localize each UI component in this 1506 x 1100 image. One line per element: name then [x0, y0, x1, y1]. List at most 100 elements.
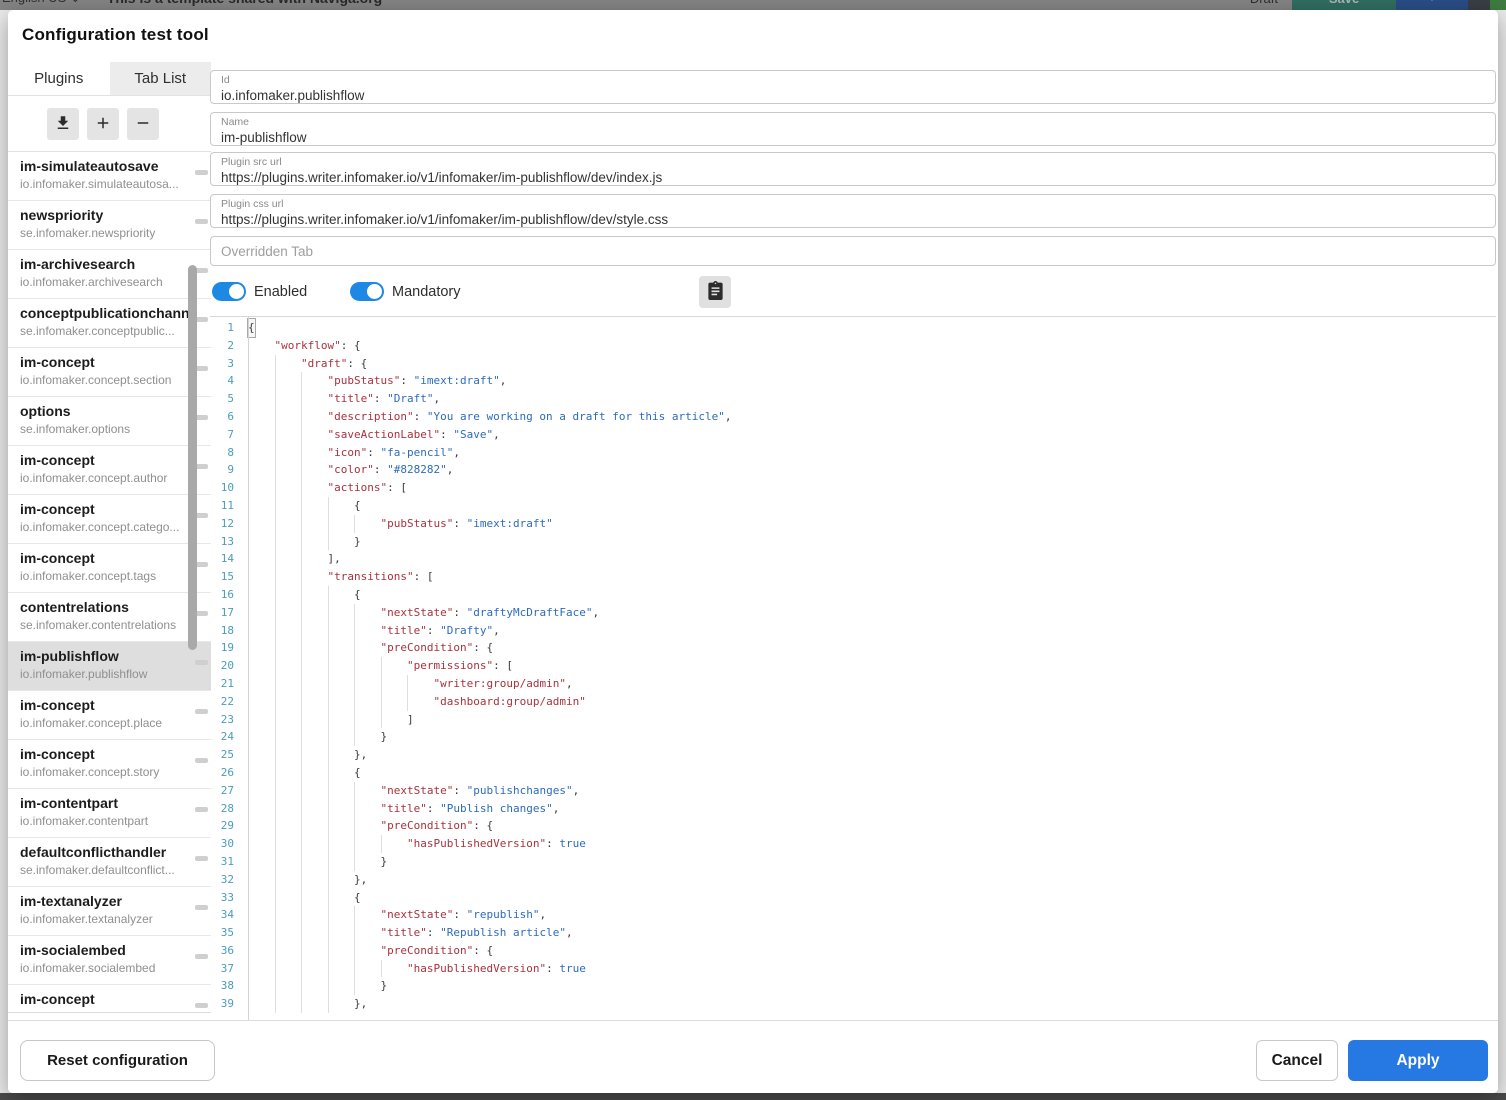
indent-guide	[327, 781, 355, 800]
reset-configuration-button[interactable]: Reset configuration	[20, 1040, 215, 1081]
enabled-toggle[interactable]	[212, 282, 246, 301]
overridden-tab-input[interactable]	[221, 243, 1485, 259]
config-json-editor[interactable]: 1{2"workflow": {3"draft": {4"pubStatus":…	[210, 316, 1496, 1020]
indent-guide	[248, 336, 275, 355]
indent-guide	[248, 781, 275, 800]
json-key: "icon"	[327, 445, 368, 459]
tab-tab-list[interactable]: Tab List	[109, 62, 211, 95]
add-plugin-button[interactable]	[87, 108, 119, 140]
indent-guide	[248, 888, 275, 907]
code-line: 18"title": "Drafty",	[210, 621, 1496, 640]
json-key: "hasPublishedVersion"	[407, 961, 547, 975]
json-punctuation: :	[453, 516, 467, 530]
download-plugin-button[interactable]	[47, 108, 79, 140]
indent-guide	[248, 461, 275, 480]
line-number: 35	[220, 926, 234, 940]
indent-guide	[248, 479, 275, 497]
indent-guide	[248, 639, 275, 658]
indent-guide	[327, 835, 355, 853]
indent-guide	[301, 941, 328, 960]
plugin-list-scrollbar[interactable]	[188, 265, 197, 650]
drag-handle[interactable]	[195, 513, 208, 518]
drag-handle[interactable]	[195, 268, 208, 273]
tab-plugins[interactable]: Plugins	[34, 70, 84, 87]
drag-handle[interactable]	[195, 611, 208, 616]
code-content: "preCondition": {	[241, 817, 493, 836]
drag-handle[interactable]	[195, 856, 208, 861]
code-line: 12"pubStatus": "imext:draft"	[210, 514, 1496, 533]
code-line: 34"nextState": "republish",	[210, 906, 1496, 925]
json-punctuation: }	[354, 534, 361, 548]
json-key: "writer:group/admin"	[433, 676, 566, 690]
code-content: }	[241, 728, 387, 747]
drag-handle[interactable]	[195, 415, 208, 420]
indent-guide	[248, 995, 275, 1014]
code-content: "writer:group/admin",	[241, 674, 573, 693]
id-input[interactable]	[221, 88, 1485, 103]
drag-handle[interactable]	[195, 562, 208, 567]
indent-guide	[301, 425, 328, 444]
code-content: "icon": "fa-pencil",	[241, 443, 460, 462]
drag-handle[interactable]	[195, 660, 208, 665]
plugin-detail-panel: IdNamePlugin src urlPlugin css url Enabl…	[210, 10, 1496, 1093]
indent-guide	[327, 514, 355, 533]
plugin-id: io.infomaker.concept.tags	[20, 569, 157, 583]
plugin-src-url-input[interactable]	[221, 170, 1485, 185]
json-punctuation: },	[354, 748, 368, 762]
drag-handle[interactable]	[195, 807, 208, 812]
plugin-list-item[interactable]: im-concept	[8, 985, 211, 1012]
code-line: 2"workflow": {	[210, 336, 1496, 355]
json-punctuation: :	[367, 445, 381, 459]
json-key: "title"	[327, 392, 374, 406]
paste-config-button[interactable]	[699, 276, 731, 308]
indent-guide	[301, 550, 328, 569]
code-line: 14],	[210, 550, 1496, 569]
plugin-css-url-input[interactable]	[221, 212, 1485, 227]
drag-handle[interactable]	[195, 366, 208, 371]
drag-handle[interactable]	[195, 758, 208, 763]
drag-handle[interactable]	[195, 317, 208, 322]
code-content: "permissions": [	[241, 657, 513, 675]
remove-plugin-button[interactable]	[127, 108, 159, 140]
drag-handle[interactable]	[195, 954, 208, 959]
json-key: "draft"	[301, 356, 348, 370]
name-input[interactable]	[221, 130, 1485, 145]
json-punctuation: :	[546, 837, 560, 851]
mandatory-toggle[interactable]	[350, 282, 384, 301]
line-number: 29	[220, 819, 234, 833]
drag-handle[interactable]	[195, 170, 208, 175]
code-line: 29 "preCondition": {	[210, 817, 1496, 836]
line-number: 4	[227, 374, 234, 388]
indent-guide	[354, 906, 381, 925]
drag-handle[interactable]	[195, 219, 208, 224]
json-key: "preCondition"	[380, 641, 474, 655]
indent-guide	[274, 692, 302, 711]
apply-button[interactable]: Apply	[1348, 1040, 1488, 1081]
indent-guide	[274, 550, 302, 569]
drag-handle[interactable]	[195, 1003, 208, 1008]
plugin-name: conceptpublicationchannel	[20, 305, 191, 321]
drag-handle[interactable]	[195, 709, 208, 714]
indent-guide	[327, 657, 355, 675]
drag-handle[interactable]	[195, 464, 208, 469]
drag-handle[interactable]	[195, 905, 208, 910]
code-content: "pubStatus": "imext:draft"	[241, 514, 553, 533]
cancel-button[interactable]: Cancel	[1256, 1040, 1338, 1081]
